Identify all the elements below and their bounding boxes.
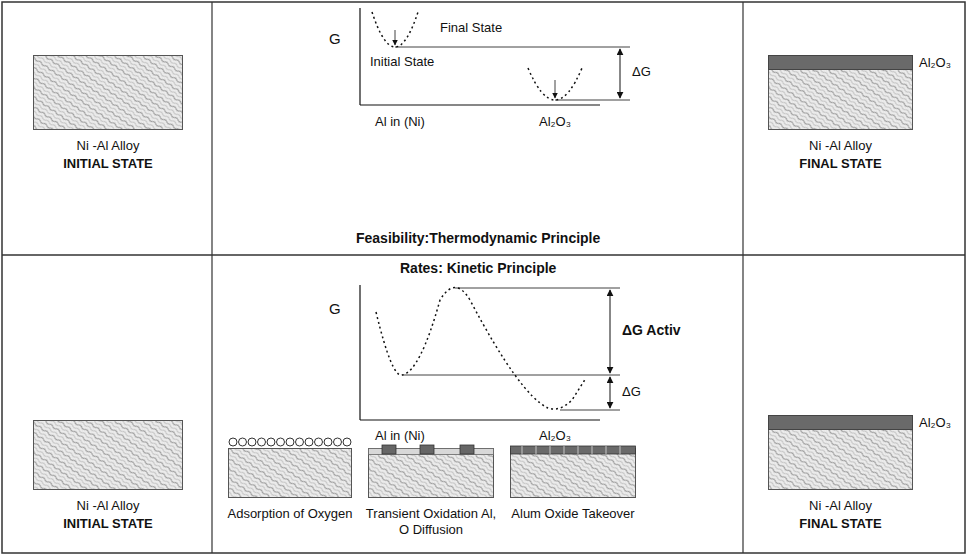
graph-label: ΔG [632, 64, 651, 80]
graph-label: ΔG [622, 384, 641, 400]
specimen-drawing [33, 55, 183, 130]
oxygen-atom [239, 438, 247, 446]
alloy-block [511, 449, 636, 498]
specimen-label: Ni -Al Alloy [25, 138, 191, 154]
grain-boundary [536, 446, 537, 454]
oxygen-atom [258, 438, 266, 446]
alloy-specimen: Adsorption of Oxygen [228, 436, 352, 522]
alloy-specimen: Alum Oxide Takeover [510, 436, 636, 522]
alloy-specimen: Al₂O₃Ni -Al AlloyFINAL STATE [768, 55, 913, 171]
alloy-block [34, 421, 183, 490]
oxygen-atom [334, 438, 342, 446]
grain-boundary [620, 446, 621, 454]
oxide-layer [769, 416, 913, 430]
state-label: INITIAL STATE [25, 516, 191, 532]
graph-label: Al₂O₃ [539, 114, 571, 130]
specimen-drawing [228, 436, 352, 498]
oxide-layer [769, 56, 913, 70]
alloy-block [769, 56, 913, 130]
oxygen-atom [277, 438, 285, 446]
grain-boundary [564, 446, 565, 454]
graph-label: Al in (Ni) [375, 428, 425, 444]
row-divider [2, 254, 965, 256]
specimen-label: Adsorption of Oxygen [220, 506, 360, 522]
specimen-label: Alum Oxide Takeover [502, 506, 644, 522]
grain-boundary [578, 446, 579, 454]
oxygen-atom [267, 438, 275, 446]
cell-divider [211, 2, 212, 553]
specimen-label: Transient Oxidation Al, O Diffusion [360, 506, 502, 537]
oxygen-atom [296, 438, 304, 446]
graph-label: G [329, 30, 341, 48]
specimen-drawing [368, 436, 494, 498]
alloy-specimen: Transient Oxidation Al, O Diffusion [368, 436, 494, 537]
activation-graph [360, 285, 620, 420]
specimen-drawing [768, 415, 913, 490]
grain-boundary [606, 446, 607, 454]
state-label: FINAL STATE [760, 516, 921, 532]
oxide-nucleus [420, 445, 434, 454]
grain-boundary [522, 446, 523, 454]
graph-label: Feasibility:Thermodynamic Principle [356, 230, 600, 247]
alloy-block [34, 56, 183, 130]
state-label: FINAL STATE [760, 156, 921, 172]
alloy-block [229, 449, 352, 498]
alloy-specimen: Ni -Al AlloyINITIAL STATE [33, 420, 183, 531]
oxide-layer [511, 446, 636, 454]
oxide-nucleus [382, 445, 396, 454]
alloy-block [369, 449, 494, 498]
cell-divider [742, 2, 743, 553]
specimen-drawing [510, 436, 636, 498]
state-label: INITIAL STATE [25, 156, 191, 172]
oxygen-atom [229, 438, 237, 446]
oxygen-atom [248, 438, 256, 446]
alloy-specimen: Ni -Al AlloyINITIAL STATE [33, 55, 183, 171]
graph-label: Rates: Kinetic Principle [400, 260, 556, 277]
specimen-label: Ni -Al Alloy [25, 498, 191, 514]
oxide-nucleus [460, 445, 474, 454]
layer-label: Al₂O₃ [919, 55, 951, 71]
oxygen-atom [286, 438, 294, 446]
specimen-label: Ni -Al Alloy [760, 498, 921, 514]
graph-label: ΔG Activ [622, 322, 681, 339]
oxygen-atom [324, 438, 332, 446]
graph-label: Al in (Ni) [375, 114, 425, 130]
grain-boundary [592, 446, 593, 454]
layer-label: Al₂O₃ [919, 415, 951, 431]
graph-label: G [329, 300, 341, 318]
oxygen-atom [315, 438, 323, 446]
energy-graph [360, 8, 630, 105]
grain-boundary [550, 446, 551, 454]
graph-label: Final State [440, 20, 502, 36]
alloy-specimen: Al₂O₃Ni -Al AlloyFINAL STATE [768, 415, 913, 531]
oxygen-atom [305, 438, 313, 446]
specimen-label: Ni -Al Alloy [760, 138, 921, 154]
graph-label: Initial State [370, 54, 434, 70]
graph-label: Al₂O₃ [539, 428, 571, 444]
specimen-drawing [768, 55, 913, 130]
alloy-block [769, 416, 913, 490]
oxygen-atom [343, 438, 351, 446]
specimen-drawing [33, 420, 183, 490]
